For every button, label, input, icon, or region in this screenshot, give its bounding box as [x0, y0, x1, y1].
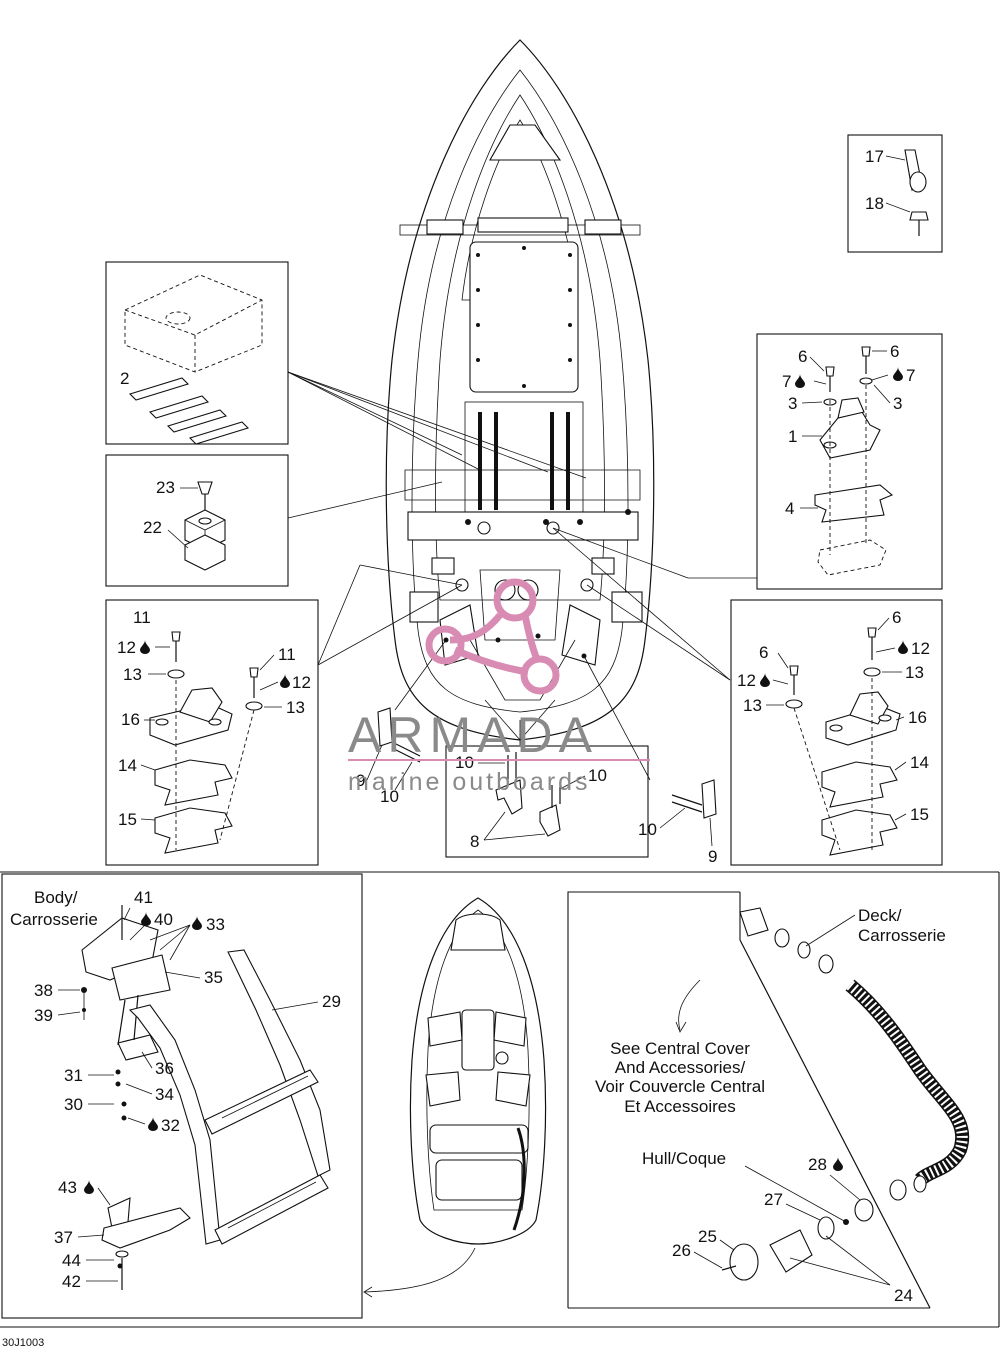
- boat-small-view: [409, 897, 547, 1245]
- callout-1: 1: [788, 427, 797, 446]
- note-hull: Hull/Coque: [642, 1149, 726, 1168]
- watermark-tagline: marine outboards: [348, 768, 591, 796]
- callout-15b: 15: [910, 805, 929, 824]
- callout-43: 43: [58, 1178, 77, 1197]
- callout-12a: 12: [117, 638, 136, 657]
- callout-6a: 6: [798, 347, 807, 366]
- callout-13a: 13: [123, 665, 142, 684]
- callout-10b: 10: [455, 753, 474, 772]
- callout-7a: 7: [782, 372, 791, 391]
- callout-33: 33: [206, 915, 225, 934]
- box-right-cleat: [730, 599, 943, 866]
- callout-25: 25: [698, 1227, 717, 1246]
- callout-31: 31: [64, 1066, 83, 1085]
- note-see-4: Et Accessoires: [624, 1097, 736, 1116]
- watermark: ARMADA marine outboards: [348, 578, 650, 796]
- callout-17: 17: [865, 147, 884, 166]
- callout-13b: 13: [286, 698, 305, 717]
- box-cleat-bracket: [756, 333, 943, 590]
- note-see-3: Voir Couvercle Central: [595, 1077, 765, 1096]
- box-bumper: [105, 454, 289, 587]
- callout-6d: 6: [759, 643, 768, 662]
- callout-6c: 6: [892, 608, 901, 627]
- callout-7b: 7: [906, 366, 915, 385]
- bracket-right-9: [671, 779, 717, 819]
- callout-37: 37: [54, 1228, 73, 1247]
- callout-6b: 6: [890, 342, 899, 361]
- callout-44: 44: [62, 1251, 81, 1270]
- note-see-1: See Central Cover: [610, 1039, 750, 1058]
- callout-9b: 9: [708, 847, 717, 866]
- callout-11a: 11: [133, 608, 151, 627]
- callout-38: 38: [34, 981, 53, 1000]
- callout-28: 28: [808, 1155, 827, 1174]
- callout-23: 23: [156, 478, 175, 497]
- note-body: Body/: [34, 888, 78, 907]
- callout-36: 36: [155, 1059, 174, 1078]
- callout-39: 39: [34, 1006, 53, 1025]
- note-carrosserie-right: Carrosserie: [858, 926, 946, 945]
- callout-34: 34: [155, 1085, 174, 1104]
- callout-35: 35: [204, 968, 223, 987]
- callout-9a: 9: [356, 771, 365, 790]
- callout-10c: 10: [588, 766, 607, 785]
- callout-29: 29: [322, 992, 341, 1011]
- note-see-2: And Accessories/: [615, 1058, 746, 1077]
- callout-8: 8: [470, 832, 479, 851]
- note-carrosserie-left: Carrosserie: [10, 910, 98, 929]
- callout-26: 26: [672, 1241, 691, 1260]
- watermark-logo-icon: [425, 578, 560, 695]
- callout-27: 27: [764, 1190, 783, 1209]
- callout-18: 18: [865, 194, 884, 213]
- drawing-code: 30J1003: [2, 1337, 44, 1349]
- box-clamp-screw: [847, 134, 943, 253]
- note-deck: Deck/: [858, 906, 902, 925]
- box-adhesive-pads: [105, 261, 289, 445]
- panel-vent: [567, 891, 970, 1309]
- callout-14a: 14: [118, 756, 137, 775]
- callout-10a: 10: [380, 787, 399, 806]
- callout-11b: 11: [278, 645, 296, 664]
- callout-42: 42: [62, 1272, 81, 1291]
- panel-ladder: [0, 871, 999, 1319]
- callout-24: 24: [894, 1286, 913, 1305]
- callout-3b: 3: [893, 394, 902, 413]
- callout-10d: 10: [638, 820, 657, 839]
- callout-14b: 14: [910, 753, 929, 772]
- callout-12b: 12: [292, 673, 311, 692]
- callout-13d: 13: [743, 696, 762, 715]
- main-boat-hull: [385, 39, 655, 741]
- callout-41: 41: [134, 888, 153, 907]
- callout-30: 30: [64, 1095, 83, 1114]
- callout-32: 32: [161, 1116, 180, 1135]
- callout-16a: 16: [121, 710, 140, 729]
- box-left-cleat: [105, 599, 319, 866]
- callout-12d: 12: [737, 671, 756, 690]
- callout-12c: 12: [911, 639, 930, 658]
- callout-4: 4: [785, 499, 794, 518]
- callout-13c: 13: [905, 663, 924, 682]
- callout-15a: 15: [118, 810, 137, 829]
- callout-3a: 3: [788, 394, 797, 413]
- callout-40: 40: [154, 910, 173, 929]
- main-leader-lines: [287, 371, 757, 781]
- callout-16b: 16: [908, 708, 927, 727]
- callout-22: 22: [143, 518, 162, 537]
- callout-2: 2: [120, 369, 129, 388]
- box-brackets: [445, 745, 649, 858]
- watermark-brand: ARMADA: [348, 707, 598, 763]
